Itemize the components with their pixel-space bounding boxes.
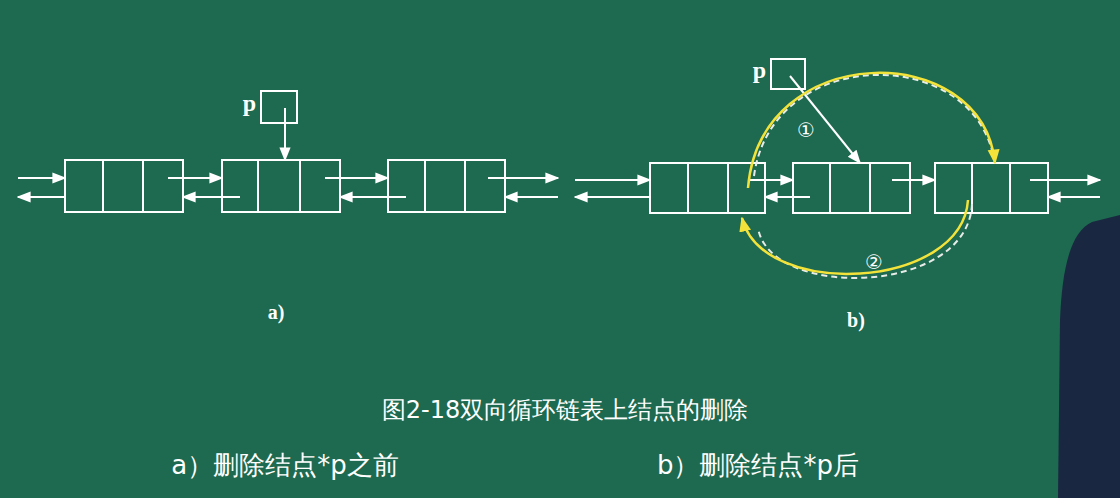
pointer-name: p <box>243 90 256 117</box>
figure-caption: 图2-18双向循环链表上结点的删除 <box>382 394 748 426</box>
callout-number: ② <box>865 250 883 274</box>
callout-number: ① <box>797 118 815 142</box>
subfigure-label: a) <box>268 301 285 324</box>
link-arrows <box>18 76 1100 197</box>
pointer-box: p <box>260 90 298 124</box>
subfigure-label: b) <box>847 309 865 332</box>
relink-arcs <box>742 73 995 278</box>
list-node-cells <box>65 160 1048 213</box>
presenter-silhouette <box>1058 215 1120 498</box>
subcaption: a）删除结点*p之前 <box>171 448 398 483</box>
subcaption: b）删除结点*p后 <box>657 448 859 483</box>
pointer-box: p <box>770 58 806 90</box>
pointer-name: p <box>753 57 766 84</box>
